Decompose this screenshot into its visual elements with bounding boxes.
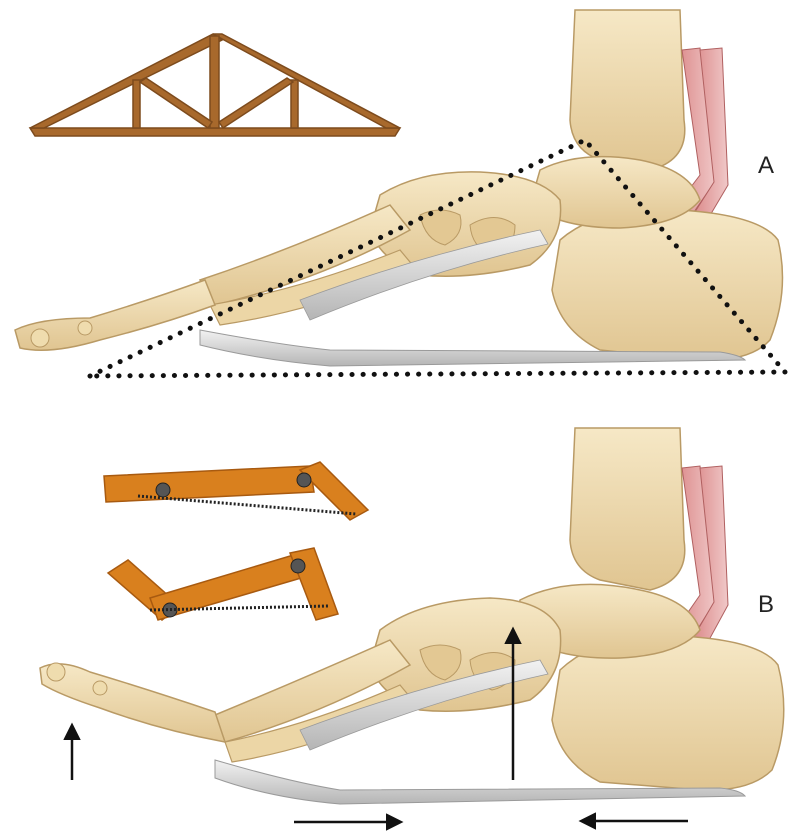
hinged-planks-bent-icon (108, 548, 338, 620)
panel-b-label: B (758, 591, 774, 618)
roof-truss-icon (30, 34, 400, 136)
panel-a-label: A (758, 152, 774, 179)
tibia-b (570, 428, 685, 590)
panel-b: B (40, 428, 784, 822)
phalanges-b (40, 664, 225, 742)
hinged-planks-extended-icon (104, 462, 368, 520)
calcaneus-a (552, 209, 783, 360)
calcaneus-b (552, 636, 784, 791)
panel-a: A (15, 10, 785, 376)
foot-illustration-a (15, 10, 783, 366)
